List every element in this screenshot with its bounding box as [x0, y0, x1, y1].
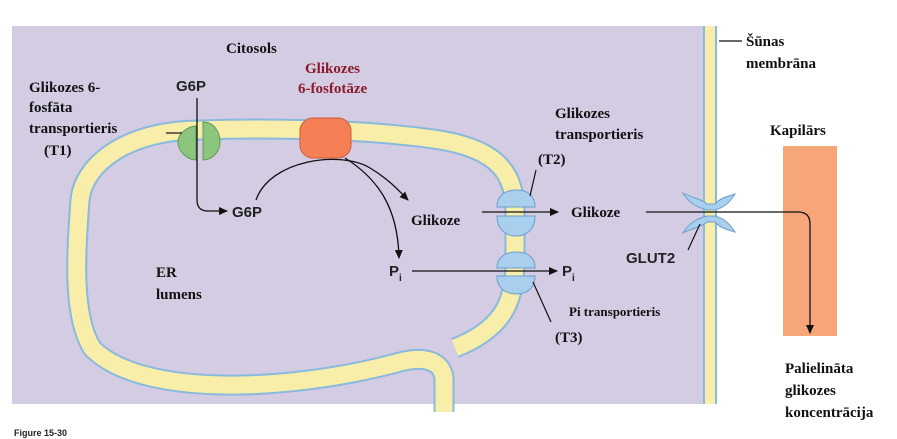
svg-text:Glikozes: Glikozes: [305, 61, 360, 77]
pi-cytosol-label: P i: [562, 263, 575, 284]
svg-text:Glikozes: Glikozes: [555, 106, 610, 122]
svg-text:i: i: [399, 273, 402, 284]
svg-text:P: P: [562, 263, 572, 280]
glucose-transporter-label: Glikozes transportieris (T2): [538, 106, 643, 168]
enzyme-label: Glikozes 6-fosfotāze: [298, 61, 367, 97]
t2-transporter[interactable]: [496, 189, 536, 237]
svg-text:(T1): (T1): [44, 143, 72, 159]
arrow-g6p-to-enzyme: [255, 158, 409, 201]
svg-text:(T2): (T2): [538, 152, 566, 168]
glucose-cytosol-label: Glikoze: [571, 205, 621, 221]
cytosol-label: Citosols: [226, 41, 277, 57]
cell-membrane-label: Šūnas membrāna: [746, 33, 816, 72]
svg-text:lumens: lumens: [156, 287, 202, 303]
t1-transporter[interactable]: [177, 121, 221, 161]
leader-glut2: [687, 223, 701, 251]
glut2-transporter[interactable]: [681, 191, 737, 235]
svg-text:transportieris: transportieris: [555, 127, 643, 143]
er-lumen-label: ER lumens: [156, 265, 202, 303]
pi-transporter-label: Pi transportieris: [569, 304, 660, 319]
svg-text:koncentrācija: koncentrācija: [785, 405, 874, 421]
svg-text:Šūnas: Šūnas: [746, 33, 785, 50]
svg-text:transportieris: transportieris: [29, 121, 117, 137]
capillary-label: Kapilārs: [770, 123, 826, 139]
svg-text:i: i: [572, 273, 575, 284]
arrow-enzyme-to-pi: [344, 157, 403, 259]
svg-text:Glikozes 6-: Glikozes 6-: [29, 80, 100, 96]
leader-t2: [529, 169, 537, 197]
cytosol-region: [12, 26, 716, 404]
g6p-lumen-label: G6P: [232, 204, 262, 221]
pi-transporter-code: (T3): [555, 330, 583, 346]
svg-text:Palielināta: Palielināta: [785, 361, 854, 377]
pi-lumen-label: P i: [389, 263, 402, 284]
leader-t3: [532, 281, 552, 323]
g6p-transporter-label: Glikozes 6- fosfāta transportieris (T1): [29, 80, 117, 159]
svg-text:6-fosfotāze: 6-fosfotāze: [298, 81, 367, 97]
figure-caption: Figure 15-30: [14, 428, 67, 438]
svg-text:fosfāta: fosfāta: [29, 100, 73, 116]
svg-text:ER: ER: [156, 265, 177, 281]
svg-text:P: P: [389, 263, 399, 280]
glucose-6-phosphatase-enzyme[interactable]: [299, 117, 352, 159]
t3-transporter[interactable]: [496, 251, 536, 295]
result-label: Palielināta glikozes koncentrācija: [785, 361, 874, 421]
glucose-lumen-label: Glikoze: [411, 213, 461, 229]
g6p-cytosol-label: G6P: [176, 78, 206, 95]
svg-text:membrāna: membrāna: [746, 56, 816, 72]
er-membrane: [66, 118, 526, 412]
arrow-glucose-to-blood: [646, 211, 814, 334]
cell-membrane: [703, 26, 717, 404]
svg-text:glikozes: glikozes: [785, 383, 836, 399]
glut2-label: GLUT2: [626, 250, 675, 267]
arrow-g6p-into-er: [196, 98, 228, 215]
